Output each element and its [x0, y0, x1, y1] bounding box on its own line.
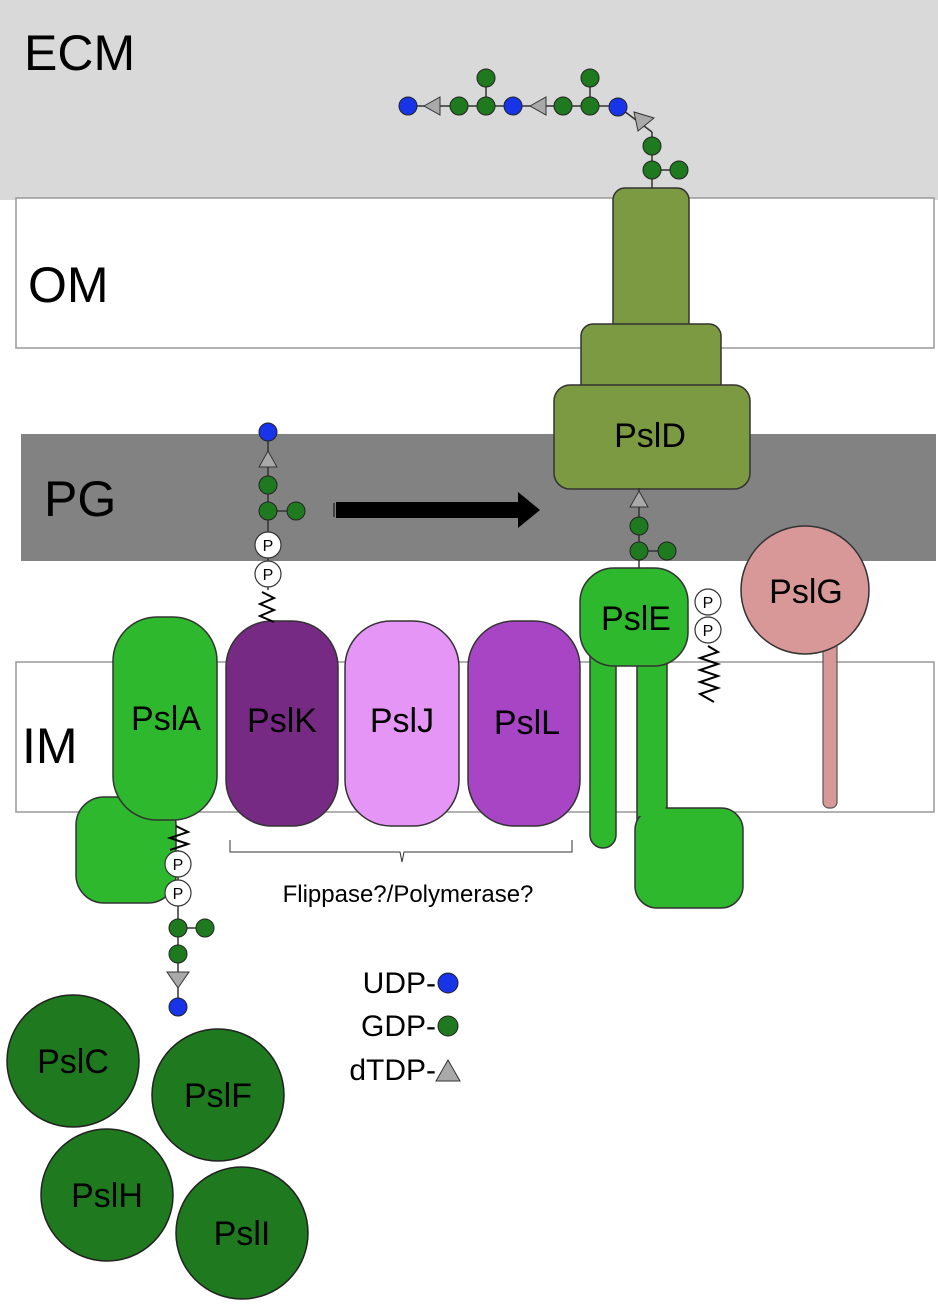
psla-protein: PslA [75, 616, 218, 904]
dtdp-sugar [629, 489, 649, 508]
gdp-sugar [476, 68, 496, 88]
phosphate-label: P [263, 567, 274, 584]
psli-protein: PslI [175, 1166, 309, 1300]
udp-sugar [398, 96, 418, 116]
phosphate-label: P [703, 623, 714, 640]
pslh-label: PslH [71, 1177, 143, 1215]
gdp-sugar [286, 501, 306, 521]
gdp-sugar [580, 68, 600, 88]
legend-dtdp-label: dTDP- [349, 1054, 436, 1087]
psld-protein: PslD [553, 187, 751, 490]
extracellular-polysaccharide [398, 68, 689, 188]
phosphate-circle [164, 879, 192, 907]
pslf-label: PslF [184, 1077, 252, 1115]
gdp-sugar [168, 944, 188, 964]
udp-legend-icon [437, 972, 459, 994]
gdp-sugar [629, 516, 649, 536]
udp-sugar [608, 97, 628, 117]
pslk-protein: PslK [225, 620, 339, 827]
pslk-lipid-oligo: P P [254, 422, 306, 623]
phosphate-label: P [173, 857, 184, 874]
gdp-sugar [553, 96, 573, 116]
gdp-sugar [168, 918, 188, 938]
om-layer [15, 197, 935, 349]
pslh-protein: PslH [40, 1128, 174, 1262]
phosphate-circle [694, 616, 722, 644]
psll-protein: PslL [467, 620, 581, 827]
im-label: IM [22, 718, 78, 774]
pslc-protein: PslC [6, 994, 140, 1128]
gdp-sugar [258, 501, 278, 521]
ecm-layer [0, 0, 938, 200]
psle-protein: PslE [579, 567, 744, 909]
udp-sugar [168, 997, 188, 1017]
pslj-protein: PslJ [344, 620, 460, 827]
pslf-protein: PslF [151, 1028, 285, 1162]
gdp-sugar [642, 160, 662, 180]
dtdp-sugar [166, 971, 190, 989]
psle-lipid-anchor: P P [694, 588, 722, 703]
psla-lipid-oligo: P P [164, 825, 215, 1017]
gdp-sugar [195, 918, 215, 938]
dtdp-sugar [528, 96, 547, 116]
phosphate-circle [164, 850, 192, 878]
pslc-label: PslC [37, 1043, 109, 1081]
gdp-sugar [629, 541, 649, 561]
psla-label: PslA [131, 700, 201, 738]
gdp-sugar [642, 136, 662, 156]
flippase-bracket [229, 840, 573, 863]
pslg-protein: PslG [740, 525, 870, 809]
dtdp-sugar [422, 96, 441, 116]
gdp-legend-icon [437, 1015, 459, 1037]
psle-label: PslE [601, 600, 671, 638]
phosphate-circle [694, 588, 722, 616]
pslk-label: PslK [247, 702, 317, 740]
psll-label: PslL [494, 704, 560, 742]
gdp-sugar [476, 96, 496, 116]
ecm-label: ECM [24, 25, 135, 81]
dtdp-sugar [633, 111, 656, 132]
phosphate-label: P [173, 886, 184, 903]
dtdp-legend-icon [435, 1058, 461, 1082]
phosphate-circle [254, 560, 282, 588]
om-label: OM [28, 257, 109, 313]
legend-gdp-label: GDP- [361, 1010, 436, 1043]
psli-label: PslI [214, 1215, 271, 1253]
periplasmic-oligo [629, 488, 677, 568]
gdp-sugar [258, 475, 278, 495]
gdp-sugar [449, 96, 469, 116]
phosphate-label: P [263, 538, 274, 555]
phosphate-label: P [703, 595, 714, 612]
phosphate-circle [254, 531, 282, 559]
pslj-label: PslJ [370, 702, 434, 740]
translocation-arrow [333, 492, 540, 528]
flippase-polymerase-label: Flippase?/Polymerase? [283, 881, 534, 908]
gdp-sugar [669, 160, 689, 180]
pg-label: PG [44, 471, 116, 527]
dtdp-sugar [258, 449, 278, 468]
gdp-sugar [657, 541, 677, 561]
pslg-label: PslG [769, 573, 843, 611]
udp-sugar [503, 96, 523, 116]
legend: UDP- GDP- dTDP- [349, 967, 461, 1087]
gdp-sugar [580, 96, 600, 116]
legend-udp-label: UDP- [363, 967, 436, 1000]
udp-sugar [258, 422, 278, 442]
psld-label: PslD [614, 417, 686, 455]
